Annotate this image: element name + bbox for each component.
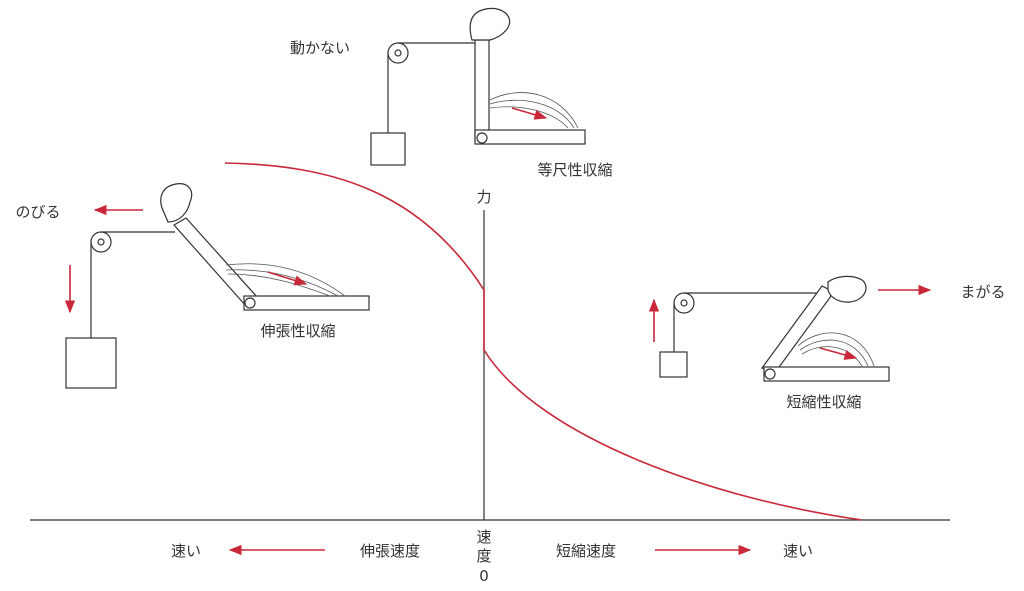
eccentric-illustration: のびる 伸張性収縮 — [15, 183, 370, 389]
eccentric-muscle — [225, 263, 346, 297]
isometric-weight — [370, 132, 406, 166]
isometric-muscle-arrow — [511, 107, 548, 120]
isometric-fist — [469, 7, 511, 41]
speed-label-top: 速 — [476, 528, 491, 546]
isometric-forearm — [474, 39, 490, 141]
eccentric-forearm — [173, 217, 259, 307]
eccentric-upper-arm — [243, 295, 370, 311]
isometric-upper-arm — [474, 129, 586, 145]
left-speed-label: 伸張速度 — [360, 542, 420, 560]
isometric-pulley — [387, 42, 409, 64]
eccentric-weight — [65, 337, 117, 389]
concentric-upper-arm — [763, 366, 890, 382]
eccentric-state-label: のびる — [15, 203, 60, 221]
isometric-state-label: 動かない — [290, 39, 350, 57]
force-velocity-curve — [224, 162, 863, 521]
eccentric-caption: 伸張性収縮 — [260, 322, 335, 340]
concentric-muscle — [797, 332, 875, 367]
left-fast-label: 速い — [171, 542, 201, 560]
concentric-caption: 短縮性収縮 — [786, 393, 861, 411]
right-speed-label: 短縮速度 — [556, 542, 616, 560]
concentric-weight — [659, 351, 688, 378]
force-axis-label: 力 — [476, 188, 491, 206]
concentric-illustration: まがる 短縮性収縮 — [648, 275, 1006, 411]
concentric-forearm — [761, 285, 835, 375]
isometric-muscle — [489, 92, 579, 129]
eccentric-muscle-arrow — [267, 271, 308, 286]
right-fast-label: 速い — [783, 542, 813, 560]
speed-label-bottom: 度 — [476, 547, 491, 565]
concentric-muscle-arrow — [819, 347, 858, 360]
eccentric-fist — [160, 183, 193, 223]
isometric-caption: 等尺性収縮 — [537, 161, 612, 179]
isometric-illustration: 動かない 等尺性収縮 — [290, 7, 613, 179]
origin-label: 0 — [479, 567, 489, 585]
concentric-state-label: まがる — [960, 283, 1005, 301]
concentric-pulley — [673, 292, 695, 314]
eccentric-pulley — [90, 231, 112, 253]
concentric-fist — [827, 275, 867, 303]
